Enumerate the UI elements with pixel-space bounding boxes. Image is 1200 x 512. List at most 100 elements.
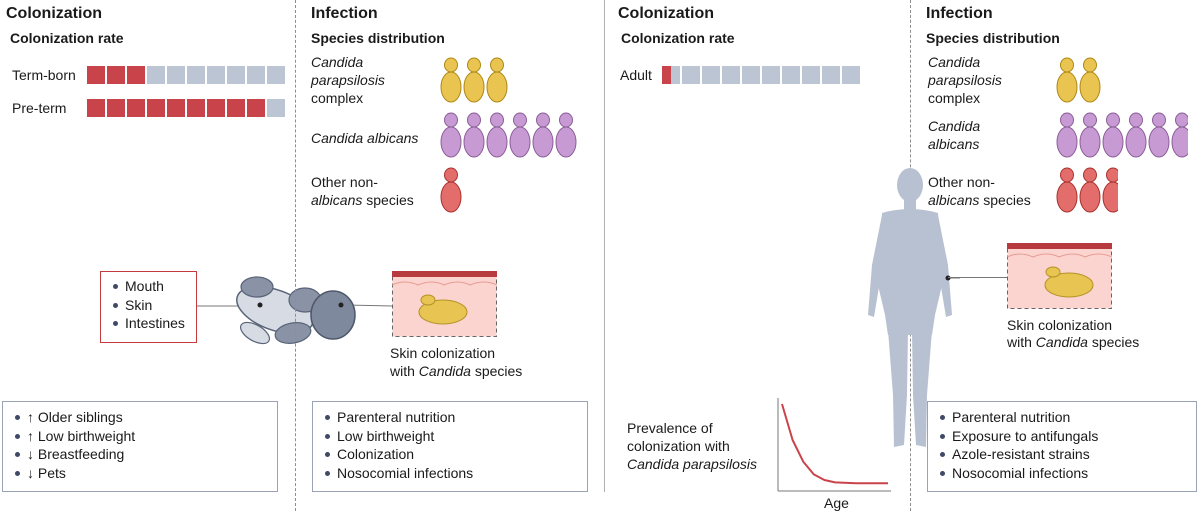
age-axis-label: Age [824, 495, 849, 511]
rate-square [662, 66, 680, 84]
rate-square [167, 66, 185, 84]
yeast-cell-icon [1125, 112, 1147, 158]
right-skin-caption-1: Skin colonization [1007, 317, 1113, 333]
rate-square [167, 99, 185, 117]
rate-square [742, 66, 760, 84]
left-species-1-label: Candida parapsilosis complex [311, 54, 385, 106]
rate-square [87, 66, 105, 84]
prevalence-label: Prevalence of colonization with Candida … [627, 420, 757, 472]
rate-square [267, 99, 285, 117]
adult-label: Adult [620, 67, 652, 83]
right-non-albicans-cells [1056, 166, 1118, 221]
panel-divider [604, 0, 605, 492]
risk-item: ↓ Breastfeeding [13, 445, 267, 464]
rate-square [802, 66, 820, 84]
right-skin-caption-2: with Candida species [1007, 334, 1140, 350]
rate-square [702, 66, 720, 84]
rate-square [247, 99, 265, 117]
yeast-cell-icon [440, 112, 462, 158]
left-colonization-risk-box: ↑ Older siblings ↑ Low birthweight ↓ Bre… [2, 401, 278, 492]
yeast-cell-icon [1079, 112, 1101, 158]
risk-item: Colonization [323, 445, 577, 464]
rate-square [267, 66, 285, 84]
rate-square [207, 99, 225, 117]
adult-silhouette [868, 168, 960, 447]
right-infection-risk-box: Parenteral nutrition Exposure to antifun… [927, 401, 1197, 492]
yeast-cell-icon [1056, 57, 1078, 103]
yeast-cell-icon [1148, 112, 1170, 158]
site-item: Intestines [111, 314, 186, 333]
yeast-cell-icon [440, 167, 462, 213]
rate-square [107, 66, 125, 84]
yeast-cell-icon [486, 57, 508, 103]
yeast-cell-icon [1056, 112, 1078, 158]
rate-square [127, 99, 145, 117]
rate-square [722, 66, 740, 84]
left-skin-caption-1: Skin colonization [390, 345, 496, 361]
rate-square [227, 66, 245, 84]
rate-square [782, 66, 800, 84]
yeast-cell-icon [509, 112, 531, 158]
yeast-cell-icon [532, 112, 554, 158]
rate-square [147, 99, 165, 117]
left-species-2-label: Candida albicans [311, 130, 419, 146]
left-colonization-rate-label: Colonization rate [10, 30, 124, 46]
yeast-cell-icon [1079, 167, 1101, 213]
left-infection-risk-box: Parenteral nutrition Low birthweight Col… [312, 401, 588, 492]
yeast-cell-icon [1056, 167, 1078, 213]
risk-item: Azole-resistant strains [938, 445, 1186, 464]
risk-item: Low birthweight [323, 427, 577, 446]
right-species-dist-label: Species distribution [926, 30, 1060, 46]
right-infection-heading: Infection [926, 5, 993, 22]
yeast-cell-icon [555, 112, 577, 158]
left-colonization-heading: Colonization [6, 5, 102, 22]
left-dashed-divider [295, 0, 296, 511]
infant-illustration [197, 276, 394, 345]
rate-square [187, 66, 205, 84]
rate-square [107, 99, 125, 117]
site-item: Mouth [111, 277, 186, 296]
yeast-cell-icon [440, 57, 462, 103]
left-skin-caption-2: with Candida species [390, 363, 523, 379]
right-colonization-rate-label: Colonization rate [621, 30, 735, 46]
rate-square [87, 99, 105, 117]
adult-skin-connector [948, 277, 1008, 278]
adult-rate-bar [662, 66, 860, 84]
right-parapsilosis-cells [1056, 56, 1104, 111]
left-non-albicans-cells [440, 166, 465, 221]
rate-square [247, 66, 265, 84]
yeast-cell-icon [1102, 167, 1118, 213]
risk-item: Nosocomial infections [323, 464, 577, 483]
risk-item: Nosocomial infections [938, 464, 1186, 483]
rate-square [147, 66, 165, 84]
pre-term-rate-bar [87, 99, 285, 117]
rate-square [822, 66, 840, 84]
risk-item: Exposure to antifungals [938, 427, 1186, 446]
skin-tile-left [392, 271, 497, 337]
left-albicans-cells [440, 111, 580, 166]
rate-square [842, 66, 860, 84]
rate-square [227, 99, 245, 117]
yeast-cell-icon [1079, 57, 1101, 103]
site-item: Skin [111, 296, 186, 315]
risk-item: ↓ Pets [13, 464, 267, 483]
rate-square [187, 99, 205, 117]
skin-tile-right [1007, 243, 1112, 309]
rate-square [127, 66, 145, 84]
term-born-label: Term-born [12, 67, 76, 83]
prevalence-curve [781, 403, 888, 485]
term-born-rate-bar [87, 66, 285, 84]
risk-item: ↑ Low birthweight [13, 427, 267, 446]
yeast-cell-icon [463, 112, 485, 158]
rate-square [762, 66, 780, 84]
left-species-3-label: Other non- albicans species [311, 174, 414, 208]
colonization-sites-box: Mouth Skin Intestines [100, 271, 197, 343]
yeast-cell-icon [1171, 112, 1188, 158]
right-albicans-cells [1056, 111, 1188, 166]
right-species-2-label: Candida albicans [928, 118, 981, 152]
risk-item: Parenteral nutrition [938, 408, 1186, 427]
left-parapsilosis-cells [440, 56, 511, 111]
rate-square [682, 66, 700, 84]
left-species-dist-label: Species distribution [311, 30, 445, 46]
pre-term-label: Pre-term [12, 100, 67, 116]
